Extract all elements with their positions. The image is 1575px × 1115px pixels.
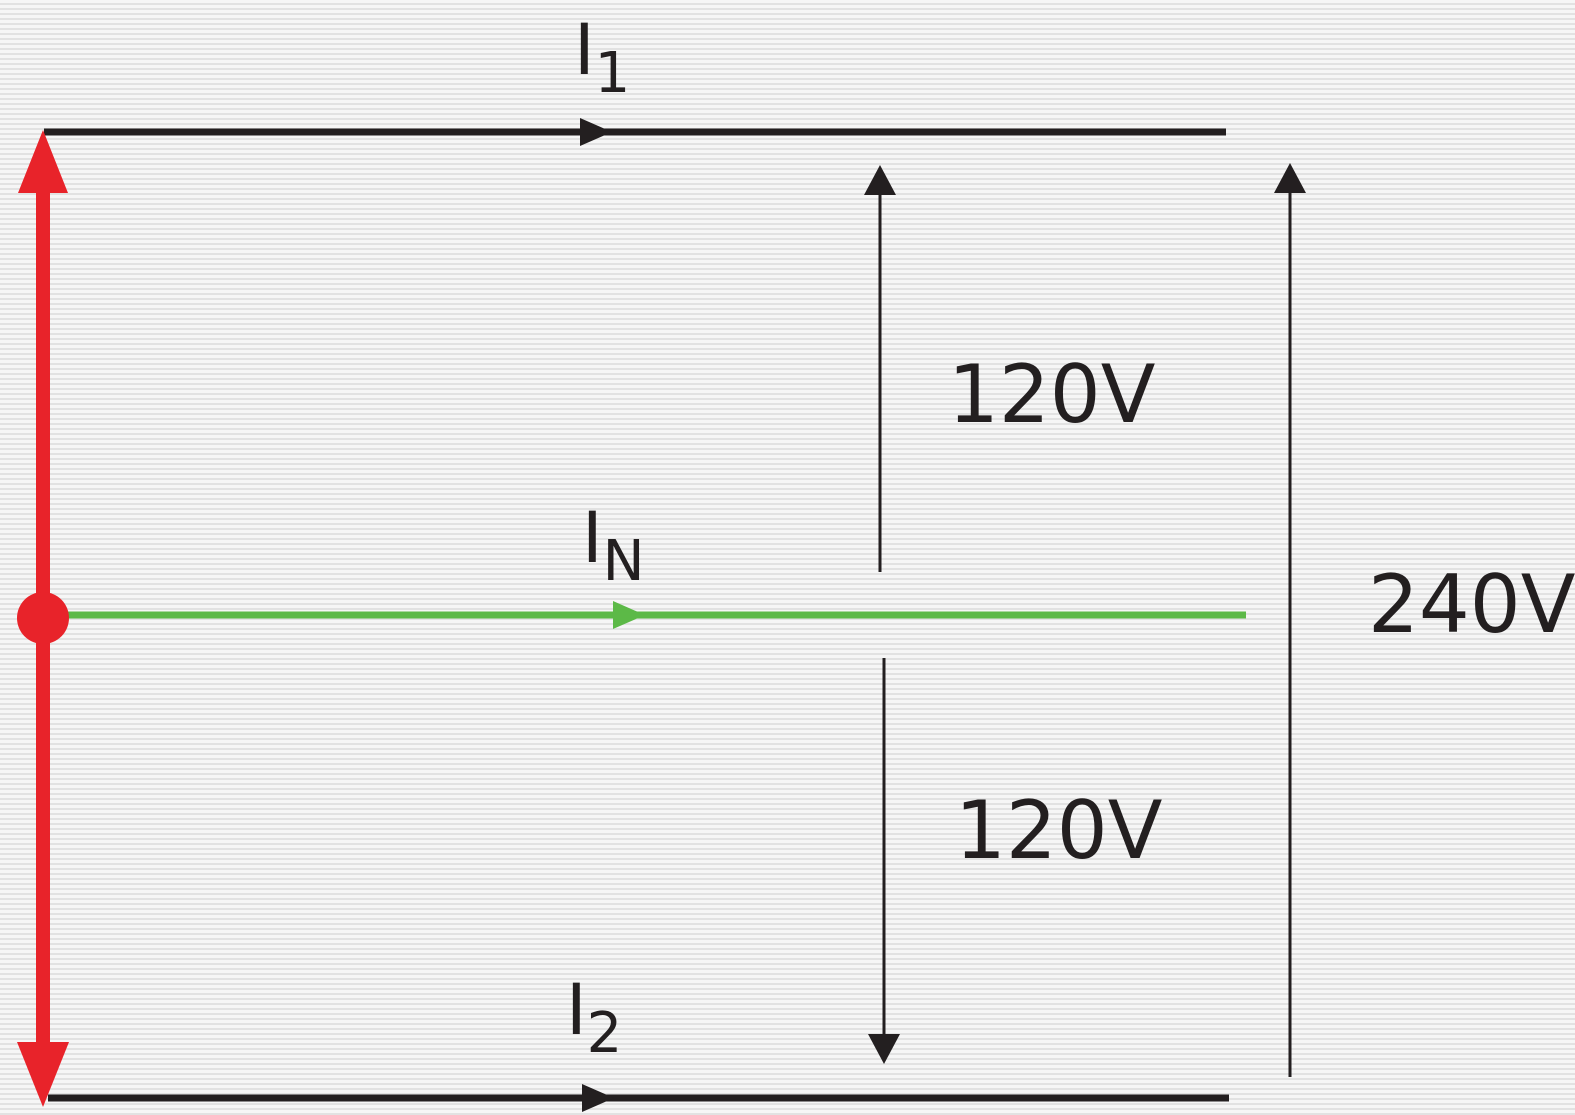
total-voltage-arrow: [1274, 163, 1306, 1077]
source-arrow-up: [18, 130, 68, 193]
current-line1-label: I1: [574, 9, 630, 106]
center-tap-node: [17, 592, 69, 644]
line1-conductor: [44, 118, 1226, 146]
total-voltage-label: 240V: [1368, 558, 1575, 651]
line1-current-arrow: [580, 118, 612, 146]
line2-conductor: [48, 1084, 1229, 1112]
total-voltage-arrowhead: [1274, 163, 1306, 193]
upper-voltage-arrow: [864, 165, 896, 572]
lower-voltage-arrow: [868, 658, 900, 1064]
upper-voltage-label: 120V: [948, 348, 1156, 441]
lower-voltage-arrowhead: [868, 1034, 900, 1064]
upper-voltage-arrowhead: [864, 165, 896, 195]
neutral-current-arrow: [613, 601, 645, 629]
source-arrow-down: [17, 1042, 69, 1107]
current-line2-label: I2: [566, 969, 622, 1066]
current-neutral-label: IN: [582, 497, 645, 594]
source-phasor: [17, 130, 69, 1107]
lower-voltage-label: 120V: [955, 784, 1163, 877]
neutral-conductor: [44, 601, 1246, 629]
line2-current-arrow: [582, 1084, 614, 1112]
